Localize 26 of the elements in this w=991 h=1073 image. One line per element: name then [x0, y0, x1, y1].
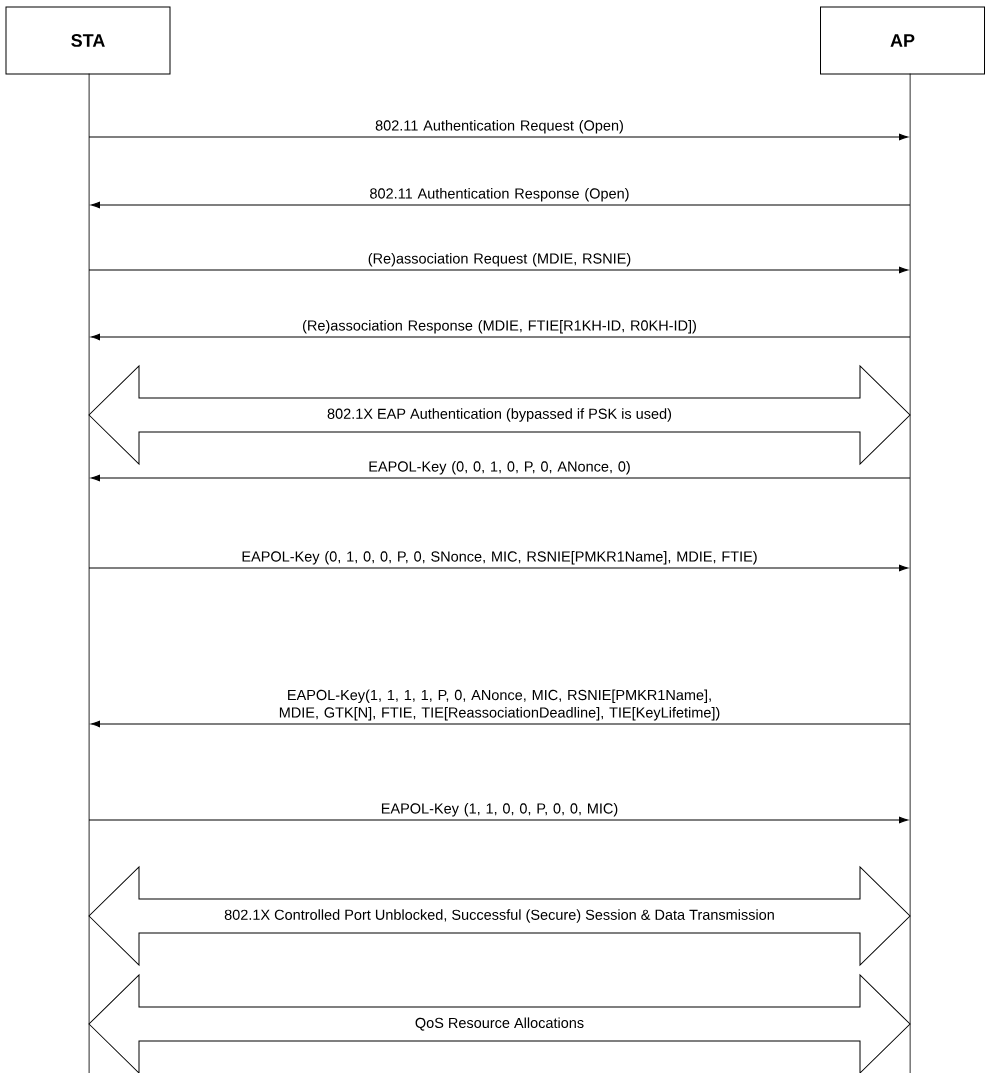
message-label: (Re)association Request (MDIE, RSNIE) [368, 253, 631, 267]
message-arrow [90, 201, 911, 209]
block-arrow [88, 974, 911, 1073]
message-label: 802.11 Authentication Request (Open) [375, 120, 623, 134]
message-arrow [88, 816, 909, 824]
participant-box: AP [820, 6, 985, 75]
message-arrow [90, 720, 911, 728]
message-label: 802.11 Authentication Response (Open) [370, 188, 629, 202]
arrow-label: QoS Resource Allocations [413, 1016, 586, 1032]
block-arrow [88, 365, 911, 465]
block-arrow [88, 866, 911, 966]
message-arrow [88, 266, 909, 274]
message-label: EAPOL-Key (0, 1, 0, 0, P, 0, SNonce, MIC, RSNIE[PMKR1Name], MDIE, FTIE) [242, 551, 757, 565]
arrow-label: 802.1X Controlled Port Unblocked, Successful (Secure) Session & Data Transmission [223, 908, 776, 924]
message-label: EAPOL-Key (0, 0, 1, 0, P, 0, ANonce, 0) [369, 461, 630, 475]
message-arrow [90, 474, 911, 482]
message-arrow [90, 333, 911, 341]
message-label: (Re)association Response (MDIE, FTIE[R1KH-ID, R0KH-ID]) [303, 320, 696, 334]
arrow-label: 802.1X EAP Authentication (bypassed if PSK is used) [326, 407, 673, 423]
message-arrow [88, 133, 909, 141]
message-label: EAPOL-Key (1, 1, 0, 0, P, 0, 0, MIC) [381, 803, 618, 817]
lifeline [88, 73, 90, 1073]
message-arrow [88, 564, 909, 572]
participant-box: STA [5, 6, 171, 75]
message-label: EAPOL-Key(1, 1, 1, 1, P, 0, ANonce, MIC, RSNIE[PMKR1Name], MDIE, GTK[N], FTIE, TIE[ReassociationDeadline], TIE[KeyLifetime]) [279, 689, 720, 721]
lifeline [909, 73, 911, 1073]
